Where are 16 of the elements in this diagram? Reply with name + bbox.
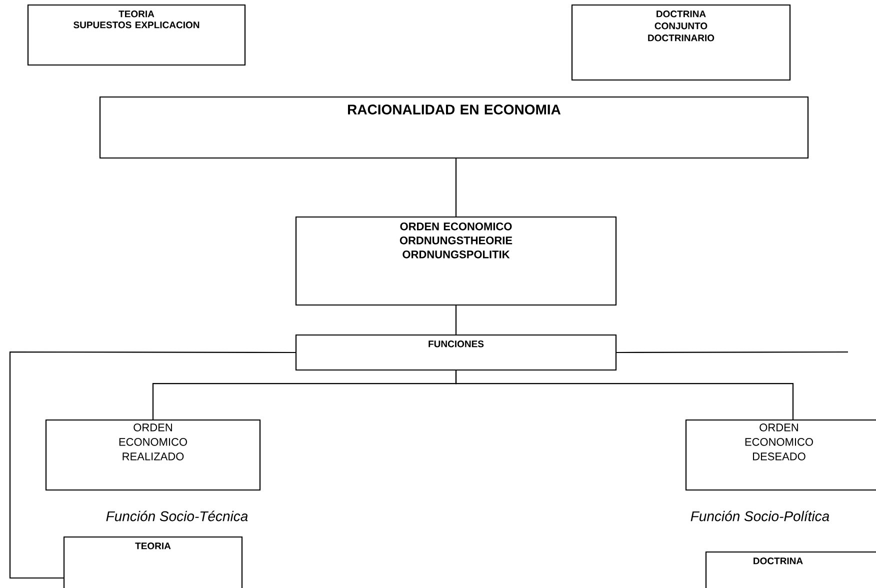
- process-box: DOCTRINA: [705, 551, 876, 588]
- process-box: RACIONALIDAD EN ECONOMIA: [99, 96, 809, 159]
- process-box: FUNCIONES: [295, 334, 617, 371]
- connector-line: [9, 351, 296, 579]
- process-box: TEORIA SUPUESTOS EXPLICACION: [27, 4, 246, 66]
- connector-line: [455, 158, 457, 216]
- process-box: ORDEN ECONOMICO DESEADO: [685, 419, 876, 491]
- connector-line: [455, 370, 794, 420]
- caption-text: Función Socio-Política: [690, 510, 830, 522]
- process-box: ORDEN ECONOMICO ORDNUNGSTHEORIE ORDNUNGSPOLITIK: [295, 216, 617, 306]
- process-box: TEORIA: [63, 536, 243, 588]
- process-box: ORDEN ECONOMICO REALIZADO: [45, 419, 261, 491]
- caption-text: Función Socio-Técnica: [106, 510, 248, 522]
- connector-line: [616, 351, 848, 354]
- process-box: DOCTRINA CONJUNTO DOCTRINARIO: [571, 4, 791, 81]
- connector-line: [455, 306, 457, 334]
